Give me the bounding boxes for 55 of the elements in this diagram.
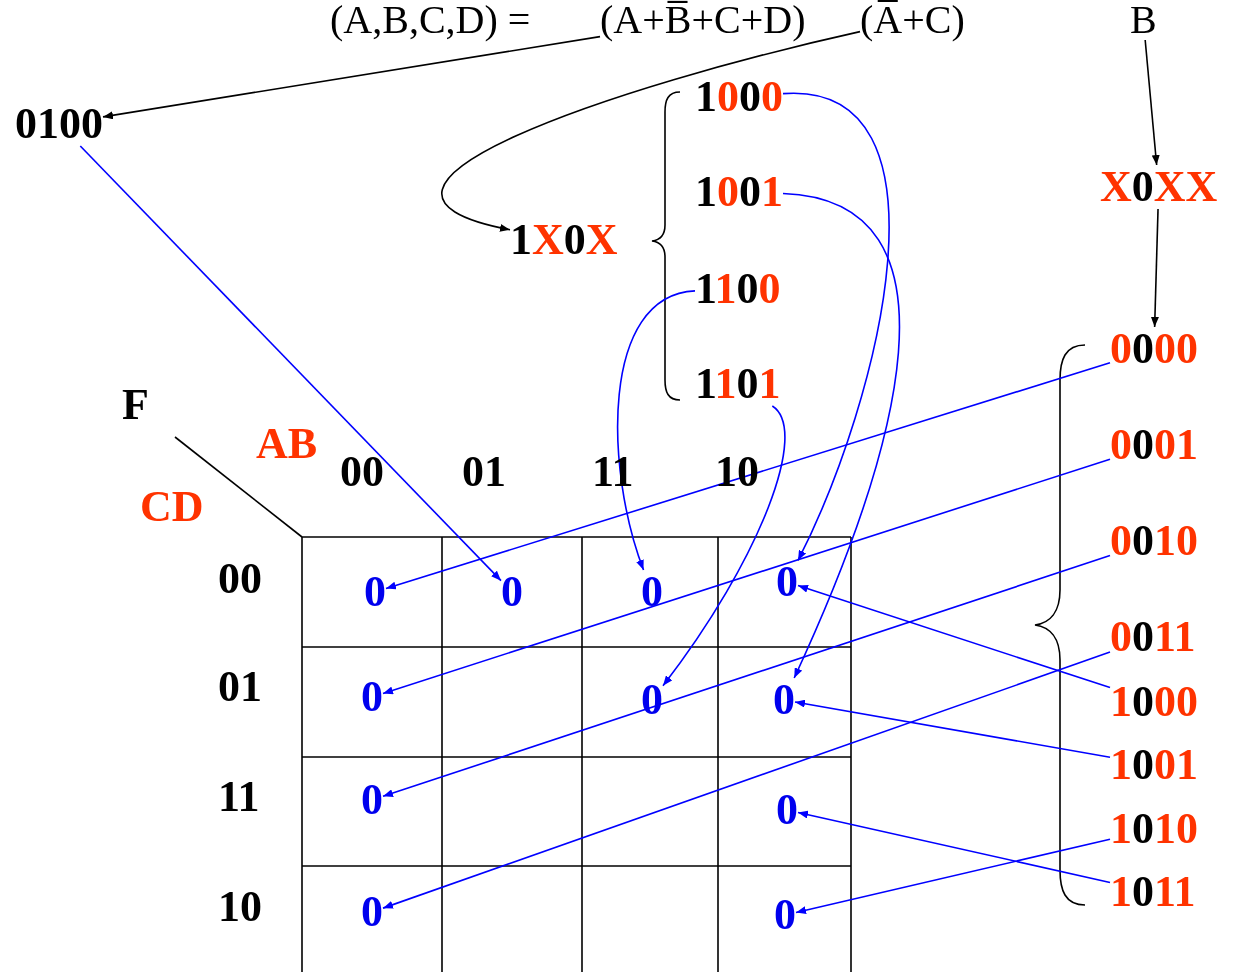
arrow (782, 92, 890, 562)
arrow (79, 145, 502, 582)
arrow (795, 838, 1111, 915)
binary-code: 1000 (695, 75, 783, 119)
binary-code: 1000 (1110, 680, 1198, 724)
arrow (1144, 39, 1160, 166)
row-header: 11 (218, 775, 260, 819)
binary-code: 1011 (1110, 870, 1196, 914)
binary-code: 1101 (695, 362, 781, 406)
cell-value: 0 (776, 788, 798, 832)
arrow (441, 30, 861, 232)
cell-value: 0 (361, 778, 383, 822)
arrow (662, 405, 786, 687)
cell-value: 0 (361, 890, 383, 934)
arrow (1150, 208, 1159, 328)
binary-code: 0001 (1110, 423, 1198, 467)
arrow (797, 584, 1111, 689)
function-label: F (122, 383, 149, 427)
formula-term: (A+B̅+C+D) (600, 0, 806, 40)
binary-code: 1001 (695, 170, 783, 214)
formula-text: (A,B,C,D) = (330, 0, 531, 40)
binary-code: 0010 (1110, 519, 1198, 563)
cell-value: 0 (776, 560, 798, 604)
column-header: 01 (462, 450, 506, 494)
binary-code: 0000 (1110, 327, 1198, 371)
binary-code: 1X0X (510, 218, 618, 262)
arrow (797, 810, 1111, 884)
arrow (102, 35, 601, 120)
binary-code: 1100 (695, 267, 781, 311)
arrow (382, 458, 1111, 695)
variable-label: AB (256, 422, 318, 466)
column-header: 00 (340, 450, 384, 494)
cell-value: 0 (501, 570, 523, 614)
binary-code: X0XX (1100, 165, 1218, 209)
binary-code: 0011 (1110, 615, 1196, 659)
arrow (382, 651, 1111, 909)
formula-term: B (1130, 0, 1157, 40)
row-header: 00 (218, 557, 262, 601)
arrow (385, 361, 1111, 590)
cell-value: 0 (641, 570, 663, 614)
arrow (616, 290, 696, 571)
cell-value: 0 (773, 678, 795, 722)
row-header: 01 (218, 665, 262, 709)
arrow (794, 699, 1111, 759)
cell-value: 0 (364, 570, 386, 614)
cell-value: 0 (774, 893, 796, 937)
arrow (382, 554, 1111, 798)
cell-value: 0 (361, 675, 383, 719)
binary-code: 0100 (15, 102, 103, 146)
row-header: 10 (218, 885, 262, 929)
binary-code: 1010 (1110, 807, 1198, 851)
formula-term: (A̅+C) (860, 0, 965, 40)
binary-code: 1001 (1110, 743, 1198, 787)
variable-label: CD (140, 485, 204, 529)
arrow (782, 192, 900, 679)
